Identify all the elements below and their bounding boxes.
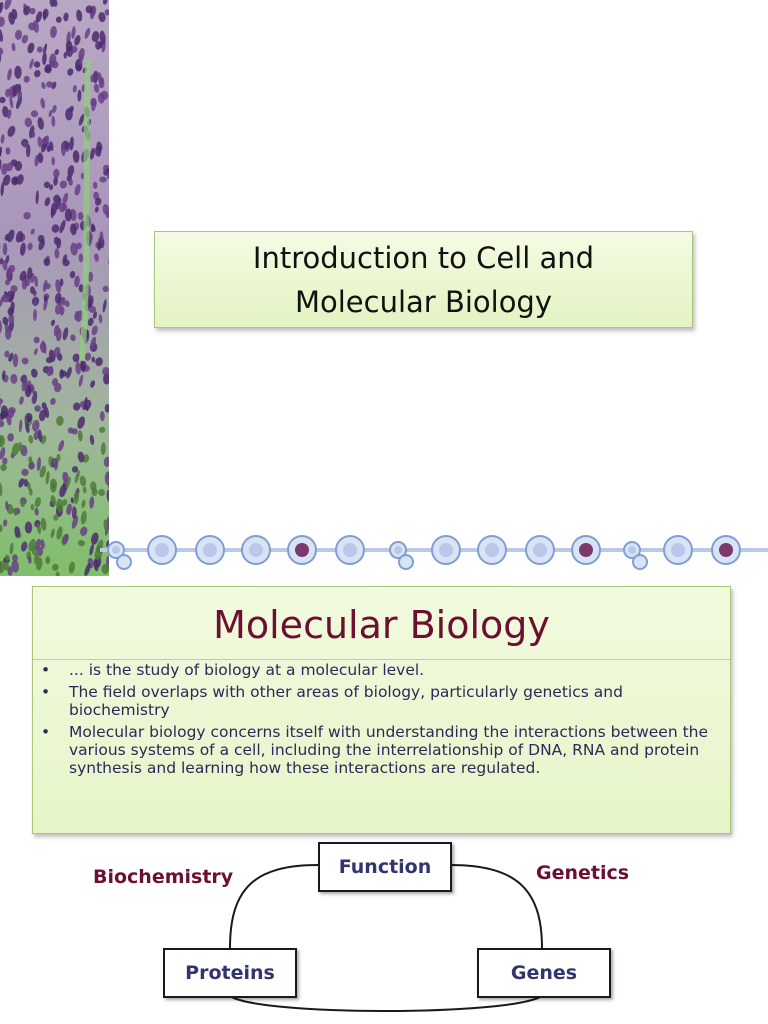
daughter-cell-shape	[632, 554, 648, 570]
daughter-cell-shape	[398, 554, 414, 570]
cell-division-strip	[100, 535, 768, 570]
molecular-biology-heading: Molecular Biology	[33, 587, 730, 660]
bullet-text: The field overlaps with other areas of b…	[69, 683, 623, 719]
list-item: • The field overlaps with other areas of…	[41, 683, 721, 719]
bullet-glyph: •	[41, 723, 51, 741]
cell-nucleus	[343, 543, 357, 557]
cell-nucleus	[394, 546, 402, 554]
tissue-cells	[0, 0, 109, 576]
cell-nucleus	[485, 543, 499, 557]
list-item: • Molecular biology concerns itself with…	[41, 723, 721, 777]
relationship-diagram: Function Proteins Genes Biochemistry Gen…	[0, 838, 768, 1024]
bullet-glyph: •	[41, 683, 51, 701]
node-proteins: Proteins	[163, 948, 297, 998]
title-box: Introduction to Cell and Molecular Biolo…	[154, 231, 693, 328]
connector-function-genes	[449, 864, 543, 949]
node-function: Function	[318, 842, 452, 892]
cell-group	[107, 535, 741, 570]
cell-nucleus	[203, 543, 217, 557]
cell-nucleus	[579, 543, 593, 557]
bullet-text: ... is the study of biology at a molecul…	[69, 661, 425, 679]
label-biochemistry: Biochemistry	[93, 866, 234, 888]
bullet-text: Molecular biology concerns itself with u…	[69, 723, 709, 777]
slide-title: Introduction to Cell and Molecular Biolo…	[252, 240, 595, 319]
diagram-connectors	[229, 864, 543, 1012]
cell-nucleus	[628, 546, 636, 554]
cell-nucleus	[671, 543, 685, 557]
cell-nucleus	[719, 543, 733, 557]
bullet-glyph: •	[41, 661, 51, 679]
node-genes: Genes	[477, 948, 611, 998]
label-genetics: Genetics	[536, 862, 630, 884]
cell-nucleus	[295, 543, 309, 557]
connector-proteins-genes	[229, 995, 543, 1012]
cell-nucleus	[112, 546, 120, 554]
daughter-cell-shape	[116, 554, 132, 570]
cell-nucleus	[155, 543, 169, 557]
molecular-biology-box: Molecular Biology • ... is the study of …	[32, 586, 731, 834]
cell-nucleus	[439, 543, 453, 557]
list-item: • ... is the study of biology at a molec…	[41, 661, 721, 679]
cell-nucleus	[249, 543, 263, 557]
tissue-micrograph-image	[0, 0, 109, 576]
bullet-list: • ... is the study of biology at a molec…	[41, 661, 721, 781]
cell-nucleus	[533, 543, 547, 557]
connector-function-proteins	[229, 864, 319, 949]
